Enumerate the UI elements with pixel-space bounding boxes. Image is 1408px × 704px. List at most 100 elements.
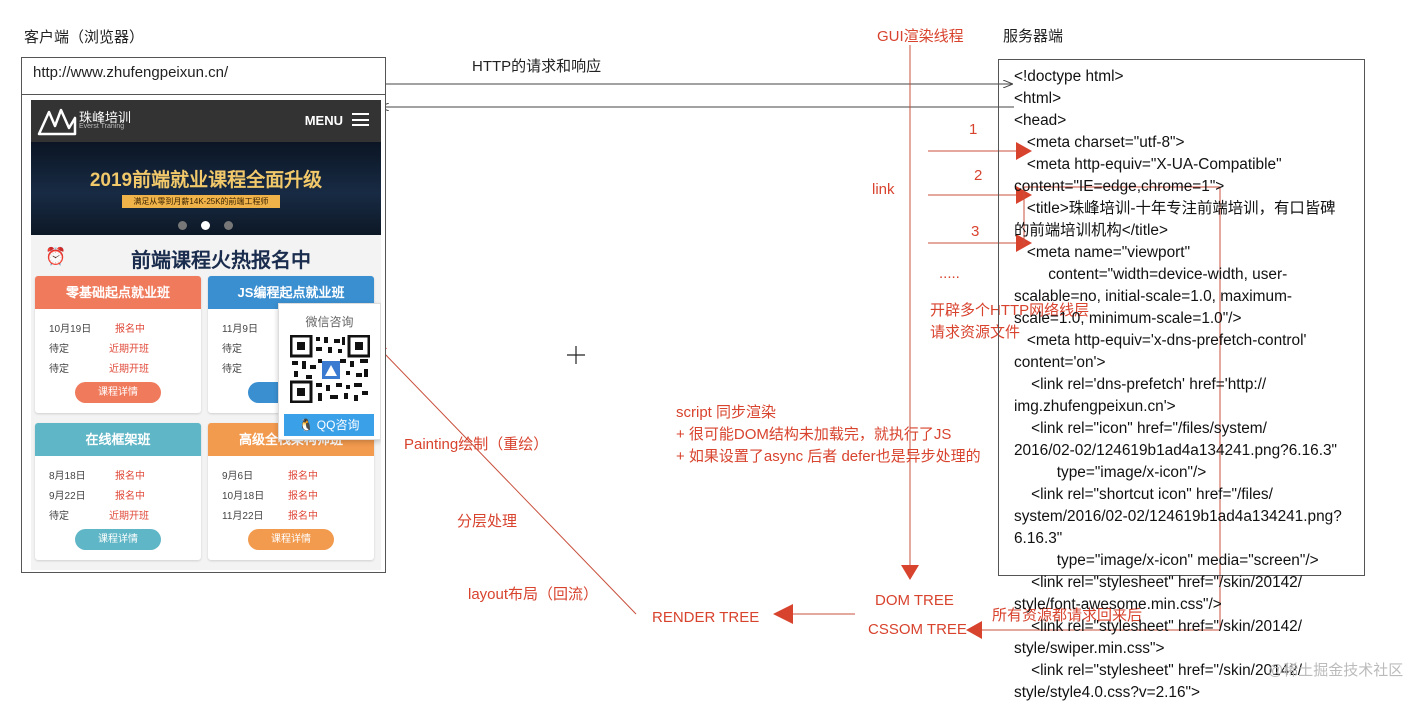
dom-tree-label: DOM TREE [875,592,954,609]
code-line: type="image/x-icon" media="screen"/> [1014,552,1319,569]
code-line: content="width=device-width, user- [1014,266,1288,283]
code-line: <html> [1014,90,1062,107]
banner-title: 2019前端就业课程全面升级 [89,170,323,191]
gui-thread-arrowhead [901,565,919,580]
website-mockup: 珠峰培训 Everst Traning MENU 2019前端就业课程全面升级 … [31,100,381,570]
hot-courses-header: ⏰ 前端课程火热报名中 [31,241,381,272]
carousel-dot[interactable] [224,221,233,230]
html-source-code: <!doctype html> <html> <head> <meta charse… [1014,66,1374,704]
banner-subtitle: 满足从零到月薪14K-25K的前端工程师 [122,195,280,208]
schedule-row: 待定近期开班 [49,364,149,375]
layout-label: layout布局（回流） [468,586,599,603]
code-line: <meta http-equiv='x-dns-prefetch-control… [1014,332,1307,349]
step1-arrowhead [1016,142,1032,160]
course-details-button[interactable]: 课程详情 [75,529,161,550]
schedule-row: 8月18日报名中 [49,471,145,482]
site-navbar: 珠峰培训 Everst Traning MENU [31,100,381,142]
code-line: <title>珠峰培训-十年专注前端培训，有口皆碑 [1014,200,1336,217]
code-line: 的前端培训机构</title> [1014,222,1168,239]
schedule-row: 9月22日报名中 [49,491,145,502]
cssom-tree-label: CSSOM TREE [868,621,967,638]
alarm-clock-icon: ⏰ [45,247,67,266]
qq-penguin-icon: 🐧 [298,418,317,432]
painting-arrow [381,350,637,615]
code-line: scale=1.0, minimum-scale=1.0"/> [1014,310,1242,327]
code-line: img.zhufengpeixun.cn'> [1014,398,1176,415]
http-threads-label-line2: 请求资源文件 [930,324,1021,341]
schedule-row: 10月19日报名中 [49,324,145,335]
script-note-line2: + 很可能DOM结构未加载完，就执行了JS [676,426,952,443]
code-line: scalable=no, initial-scale=1.0, maximum- [1014,288,1293,305]
code-line: <link rel="shortcut icon" href="/files/ [1014,486,1273,503]
wechat-consult-popup: 微信咨询 [278,303,381,440]
code-line: <!doctype html> [1014,68,1124,85]
code-line: <link rel='dns-prefetch' href='http:// [1014,376,1267,393]
server-label: 服务器端 [1003,28,1064,45]
site-logo-icon [37,108,77,136]
address-bar-divider [22,94,385,95]
code-line: type="image/x-icon"/> [1014,464,1207,481]
step-3-label: 3 [971,223,980,240]
code-line: style/font-awesome.min.css"/> [1014,596,1222,613]
course-title: JS编程起点就业班 [208,276,374,309]
hamburger-icon[interactable] [352,113,369,126]
code-line: <link rel="icon" href="/files/system/ [1014,420,1267,437]
link-label: link [872,181,895,198]
step-1-label: 1 [969,121,978,138]
code-line: <head> [1014,112,1067,129]
http-label: HTTP的请求和响应 [472,58,602,75]
schedule-row: 待定近期开班 [49,511,149,522]
course-details-button[interactable]: 课程详情 [248,529,334,550]
render-tree-label: RENDER TREE [652,609,760,626]
layer-label: 分层处理 [457,513,518,530]
code-line: content="IE=edge,chrome=1"> [1014,178,1225,195]
course-title: 零基础起点就业班 [35,276,201,309]
code-line: system/2016/02-02/124619b1ad4a134241.png… [1014,508,1342,525]
hot-courses-title: 前端课程火热报名中 [131,250,311,272]
client-browser-window: http://www.zhufengpeixun.cn/ 珠峰培训 Everst… [21,57,386,573]
course-title: 在线框架班 [35,423,201,456]
qr-code-icon [290,335,370,403]
course-card[interactable]: 在线框架班 8月18日报名中 9月22日报名中 待定近期开班 课程详情 [35,423,201,560]
script-note-line3: + 如果设置了async 后者 defer也是异步处理的 [676,448,981,465]
code-line: <link rel="stylesheet" href="/skin/20142… [1014,618,1303,635]
schedule-row: 待定近期开班 [49,344,149,355]
code-line: 6.16.3" [1014,530,1063,547]
promo-banner[interactable]: 2019前端就业课程全面升级 满足从零到月薪14K-25K的前端工程师 [31,142,381,235]
schedule-row: 11月9日 [222,324,258,335]
site-logo-text: 珠峰培训 [79,110,132,125]
code-line: 2016/02-02/124619b1ad4a134241.png?6.16.3… [1014,442,1337,459]
render-tree-arrowhead [773,604,793,624]
http-threads-label-line1: 开辟多个HTTP网络线层 [930,302,1090,319]
carousel-dot-active[interactable] [201,221,210,230]
step-2-label: 2 [974,167,983,184]
all-resources-label: 所有资源都请求回来后 [992,607,1143,624]
site-logo-subtext: Everst Traning [79,123,125,130]
qq-consult-label: QQ咨询 [316,418,360,432]
painting-label: Painting绘制（重绘） [404,436,549,453]
qq-consult-button[interactable]: 🐧 QQ咨询 [284,414,374,436]
cssom-arrowhead [966,621,982,639]
schedule-row: 待定 [222,344,242,355]
address-bar[interactable]: http://www.zhufengpeixun.cn/ [33,64,229,81]
code-line: <meta http-equiv="X-UA-Compatible" [1014,156,1282,173]
schedule-row: 10月18日报名中 [222,491,318,502]
code-line: <meta name="viewport" [1014,244,1191,261]
watermark: @稀土掘金技术社区 [1268,662,1404,679]
schedule-row: 待定 [222,364,242,375]
code-line: <link rel="stylesheet" href="/skin/20142… [1014,574,1303,591]
code-line: style/style4.0.css?v=2.16"> [1014,684,1200,701]
code-line: <meta charset="utf-8"> [1014,134,1185,151]
step-more-label: ..... [939,265,960,282]
crosshair-cursor-icon [567,346,585,364]
course-details-button[interactable]: 课程详情 [75,382,161,403]
course-card[interactable]: 零基础起点就业班 10月19日报名中 待定近期开班 待定近期开班 课程详情 [35,276,201,413]
menu-button[interactable]: MENU [304,113,343,128]
carousel-dot[interactable] [178,221,187,230]
client-label: 客户端（浏览器） [24,29,145,46]
server-code-box [998,59,1365,576]
wechat-consult-title: 微信咨询 [305,315,354,329]
script-note-line1: script 同步渲染 [676,404,777,421]
